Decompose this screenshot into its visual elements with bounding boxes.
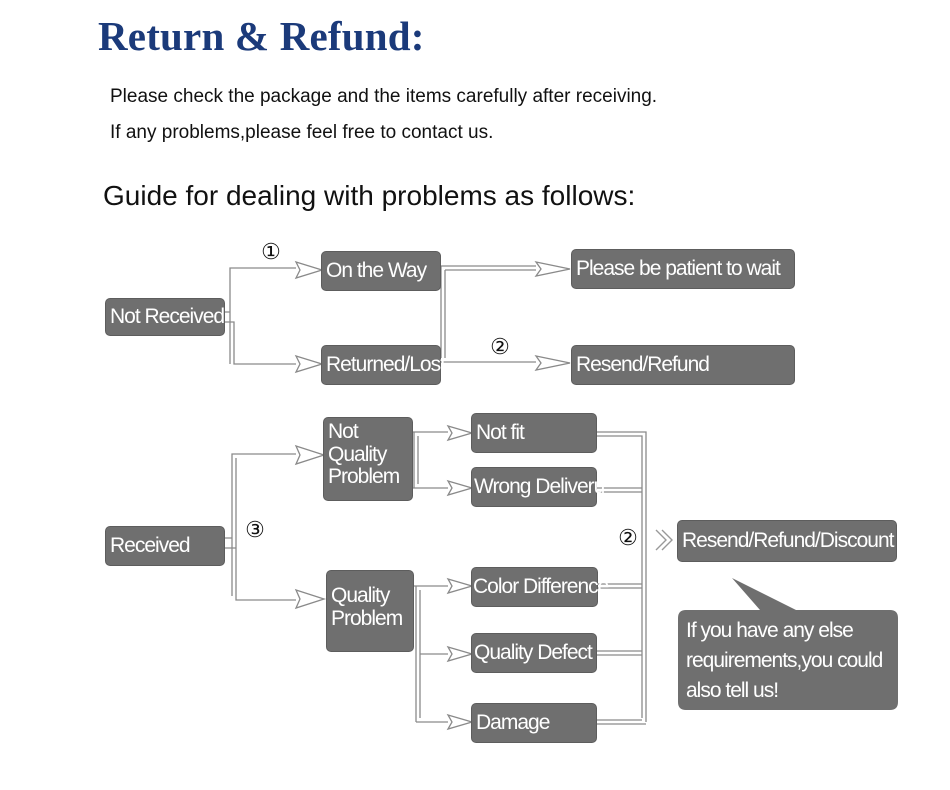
node-please-wait: Please be patient to wait — [572, 250, 794, 288]
node-not-fit: Not fit — [472, 414, 596, 452]
bubble-text: If you have any else requirements,you co… — [686, 619, 883, 702]
node-color-difference: Color Difference — [472, 568, 609, 606]
step-marker-2-top: ② — [490, 334, 510, 359]
node-quality-problem: Quality Problem — [327, 571, 413, 651]
node-resend-refund: Resend/Refund — [572, 346, 794, 384]
node-damage: Damage — [472, 704, 596, 742]
page-title: Return & Refund: — [98, 13, 425, 59]
intro-line-1: Please check the package and the items c… — [110, 86, 658, 107]
node-not-quality-problem: Not Quality Problem — [324, 418, 412, 500]
step-marker-3: ③ — [245, 517, 265, 542]
guide-heading: Guide for dealing with problems as follo… — [103, 180, 636, 211]
intro-line-2: If any problems,please feel free to cont… — [110, 122, 494, 143]
node-received: Received — [106, 527, 224, 565]
step-marker-2-bottom: ② — [618, 525, 638, 550]
node-on-the-way: On the Way — [322, 252, 440, 290]
node-not-received: Not Received — [106, 299, 225, 335]
step-marker-1: ① — [261, 239, 281, 264]
node-quality-defect: Quality Defect — [472, 634, 596, 672]
node-resend-refund-discount: Resend/Refund/Discount — [678, 521, 896, 561]
node-wrong-delivery: Wrong Deliveru — [472, 468, 605, 506]
speech-bubble — [678, 578, 898, 710]
node-returned-lost: Returned/Lost — [322, 346, 446, 384]
